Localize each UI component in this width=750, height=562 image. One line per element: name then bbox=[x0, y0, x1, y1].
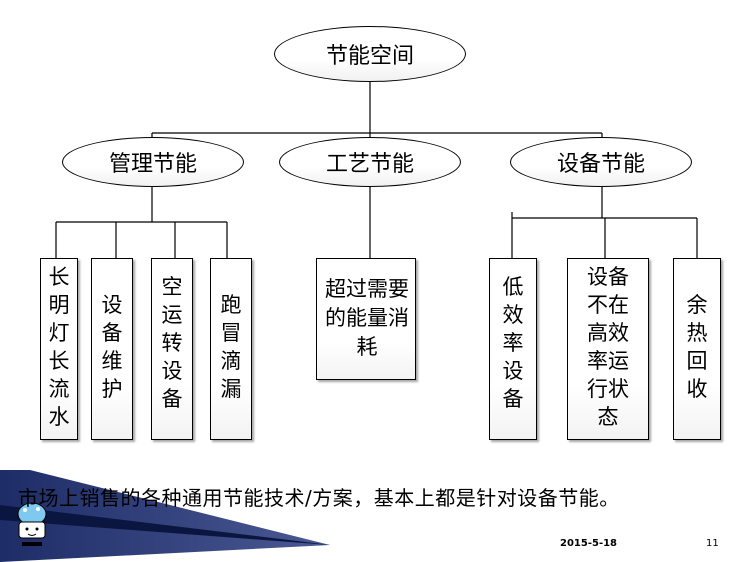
leaf-box-text: 长明灯长流水 bbox=[48, 265, 70, 429]
leaf-box: 跑冒滴漏 bbox=[210, 258, 252, 440]
footer-note: 市场上销售的各种通用节能技术/方案，基本上都是针对设备节能。 bbox=[18, 486, 620, 510]
leaf-box-text: 空运转设备 bbox=[161, 275, 183, 411]
branch-node-label: 工艺节能 bbox=[325, 152, 414, 177]
root-node-label: 节能空间 bbox=[325, 44, 414, 69]
leaf-box-text: 超过需要的能量消耗 bbox=[325, 277, 409, 359]
branch-node-management: 管理节能 bbox=[62, 137, 244, 187]
leaf-box-text: 设备不在高效率运行状态 bbox=[587, 265, 629, 429]
leaf-box: 余热回收 bbox=[673, 258, 721, 440]
branch-node-label: 管理节能 bbox=[108, 152, 197, 177]
leaf-box: 低效率设备 bbox=[489, 258, 537, 440]
branch-node-process: 工艺节能 bbox=[279, 137, 461, 187]
leaf-box: 设备维护 bbox=[91, 258, 133, 440]
leaf-box-text: 设备维护 bbox=[101, 293, 123, 401]
leaf-box-text: 余热回收 bbox=[686, 293, 708, 401]
slide-date: 2015-5-18 bbox=[560, 538, 618, 549]
slide-page-number: 11 bbox=[706, 538, 719, 549]
leaf-box: 超过需要的能量消耗 bbox=[316, 258, 416, 380]
leaf-box: 设备不在高效率运行状态 bbox=[567, 258, 649, 440]
leaf-box: 长明灯长流水 bbox=[40, 258, 78, 440]
root-node: 节能空间 bbox=[274, 26, 466, 82]
branch-node-label: 设备节能 bbox=[556, 152, 645, 177]
leaf-box-text: 低效率设备 bbox=[502, 275, 524, 411]
mascot-icon bbox=[17, 502, 47, 546]
branch-node-equipment: 设备节能 bbox=[510, 137, 692, 187]
leaf-box: 空运转设备 bbox=[151, 258, 193, 440]
leaf-box-text: 跑冒滴漏 bbox=[220, 293, 242, 401]
